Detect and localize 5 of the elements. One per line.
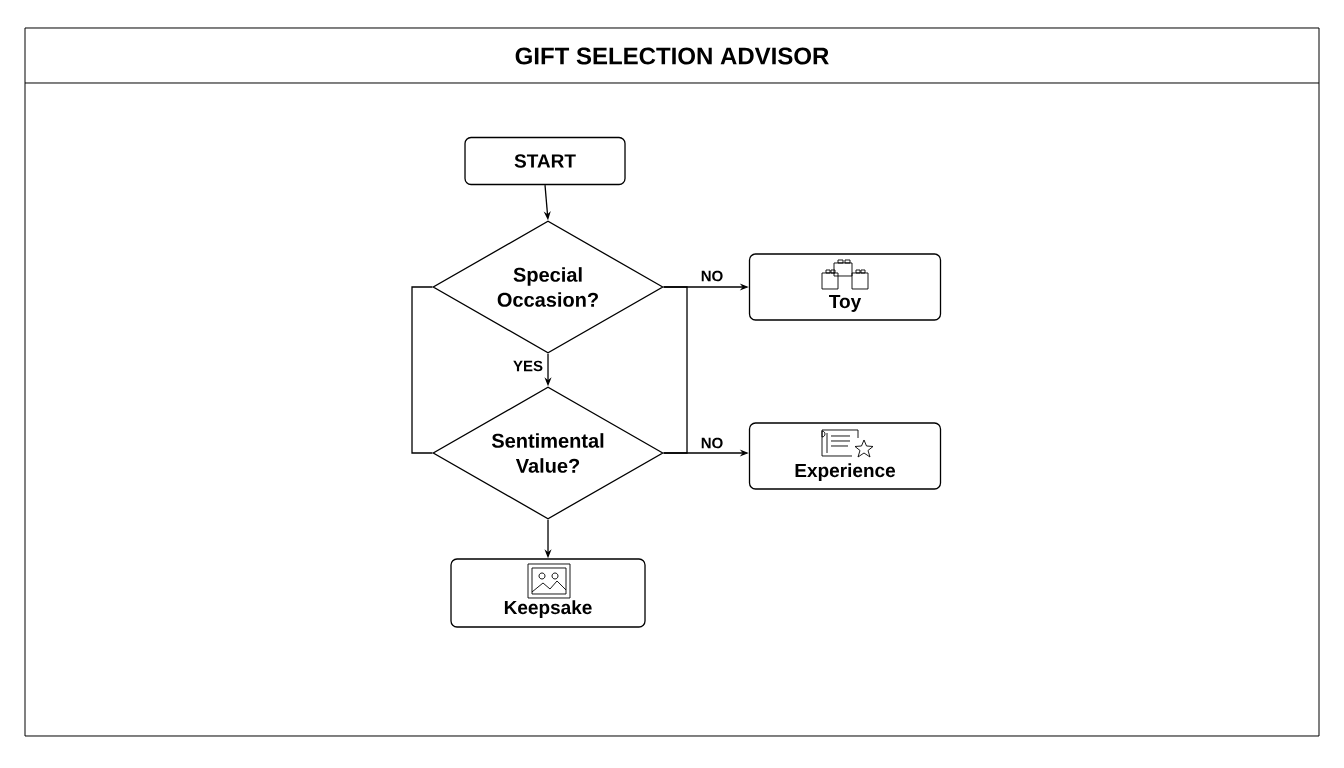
result-box: Toy <box>748 253 942 321</box>
result-box: Keepsake <box>450 558 646 628</box>
result-box: Experience <box>748 422 942 490</box>
start-box: START <box>464 136 626 186</box>
title: GIFT SELECTION ADVISOR <box>515 47 829 65</box>
